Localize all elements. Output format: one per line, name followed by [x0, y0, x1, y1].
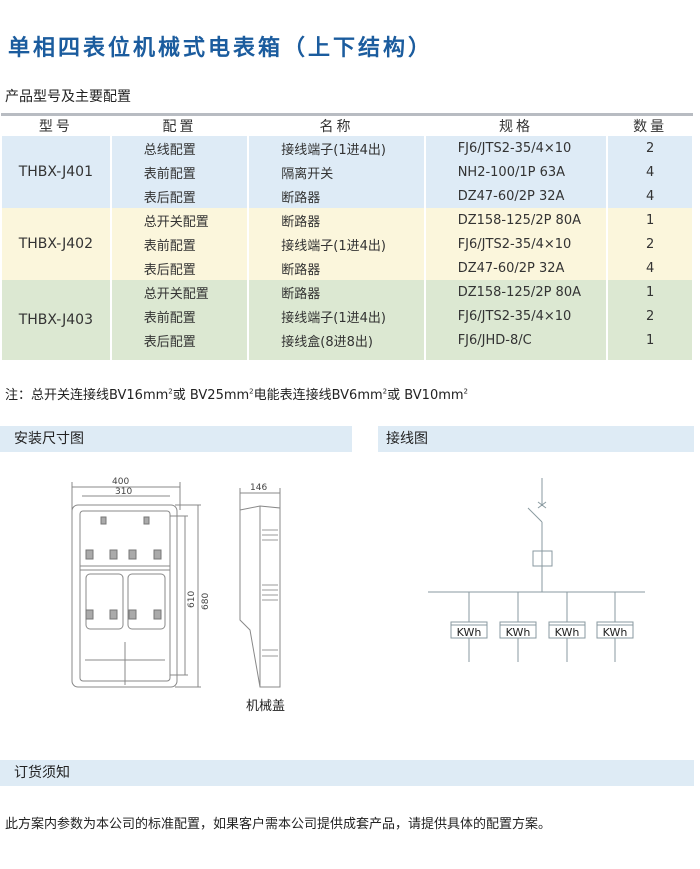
cell-config: 总开关配置	[109, 280, 250, 304]
cell-qty: 4	[606, 256, 694, 280]
section-install-header: 安装尺寸图	[0, 426, 352, 452]
cell-model: THBX-J401	[0, 136, 112, 208]
cell-qty: 2	[606, 304, 694, 328]
kwh-meter: KWh	[499, 592, 537, 662]
cell-qty: 1	[606, 208, 694, 232]
cell-name: 断路器	[247, 256, 426, 280]
superscript: 2	[463, 387, 469, 396]
cell-qty: 2	[606, 232, 694, 256]
header-spec: 规格	[424, 114, 608, 136]
cell-qty: 4	[606, 160, 694, 184]
kwh-label: KWh	[555, 626, 580, 639]
note-part: 电能表连接线BV6mm	[253, 388, 383, 403]
table-padding-row	[1, 352, 694, 360]
cell-model: THBX-J402	[0, 208, 112, 280]
side-view: 146	[239, 483, 281, 688]
kwh-meter: KWh	[596, 592, 634, 662]
cell-qty: 2	[606, 136, 694, 160]
cell-spec: FJ6/JHD-8/C	[423, 328, 609, 352]
wiring-note: 注：总开关连接线BV16mm2或 BV25mm2电能表连接线BV6mm2或 BV…	[5, 384, 468, 403]
note-part: 注：总开关连接线BV16mm	[5, 388, 169, 403]
cell-name: 断路器	[247, 208, 426, 232]
cell-spec: DZ47-60/2P 32A	[423, 184, 609, 208]
drawing-caption: 机械盖	[246, 699, 286, 714]
table-header-row: 型号 配置 名称 规格 数量	[1, 114, 693, 136]
dim-610: 610	[187, 591, 197, 608]
cell-spec: FJ6/JTS2-35/4×10	[423, 232, 609, 256]
kwh-label: KWh	[506, 626, 531, 639]
cell-spec: FJ6/JTS2-35/4×10	[423, 304, 609, 328]
front-view: 400 310 610 680	[71, 477, 211, 688]
note-part: 或 BV10mm	[387, 388, 464, 403]
cell-name: 接线端子(1进4出)	[247, 304, 426, 328]
superscript: 2	[168, 387, 173, 396]
footer-text: 此方案内参数为本公司的标准配置，如果客户需本公司提供成套产品，请提供具体的配置方…	[5, 817, 552, 832]
header-qty: 数量	[607, 114, 693, 136]
kwh-label: KWh	[457, 626, 482, 639]
cell-config: 总线配置	[109, 136, 250, 160]
cell-name: 断路器	[247, 280, 426, 304]
cell-name: 接线端子(1进4出)	[247, 136, 426, 160]
cell-spec: FJ6/JTS2-35/4×10	[423, 136, 609, 160]
header-name: 名称	[248, 114, 425, 136]
kwh-meter: KWh	[548, 592, 586, 662]
dim-680: 680	[201, 593, 211, 610]
cell-model: THBX-J403	[0, 280, 112, 360]
cell-spec: DZ47-60/2P 32A	[423, 256, 609, 280]
dim-310: 310	[115, 487, 132, 497]
cell-name: 接线盒(8进8出)	[247, 328, 426, 352]
section-wiring-header: 接线图	[378, 426, 694, 452]
kwh-label: KWh	[603, 626, 628, 639]
page-title: 单相四表位机械式电表箱（上下结构）	[8, 36, 434, 61]
wiring-diagram: KWh KWh KWh KWh	[428, 478, 645, 662]
cell-name: 断路器	[247, 184, 426, 208]
cell-config: 表后配置	[109, 184, 250, 208]
cell-spec: DZ158-125/2P 80A	[423, 208, 609, 232]
cell-config: 总开关配置	[109, 208, 250, 232]
cell-name: 隔离开关	[247, 160, 426, 184]
cell-qty: 1	[606, 280, 694, 304]
superscript: 2	[249, 387, 254, 396]
cell-name: 接线端子(1进4出)	[247, 232, 426, 256]
superscript: 2	[382, 387, 388, 396]
header-config: 配置	[110, 114, 249, 136]
dim-146: 146	[250, 483, 267, 493]
cell-config: 表前配置	[109, 304, 250, 328]
cell-config: 表前配置	[109, 232, 250, 256]
header-model: 型号	[1, 114, 111, 136]
cell-config: 表后配置	[109, 328, 250, 352]
cell-spec: DZ158-125/2P 80A	[423, 280, 609, 304]
kwh-meter: KWh	[450, 592, 488, 662]
cell-qty: 4	[606, 184, 694, 208]
install-dimension-drawing: 400 310 610 680 146	[71, 477, 281, 688]
note-part: 或 BV25mm	[172, 388, 250, 403]
dim-400: 400	[112, 477, 129, 487]
cell-qty: 1	[606, 328, 694, 352]
section-subtitle: 产品型号及主要配置	[5, 89, 131, 105]
cell-config: 表后配置	[109, 256, 250, 280]
cell-config: 表前配置	[109, 160, 250, 184]
fuse-symbol	[532, 550, 553, 567]
cell-spec: NH2-100/1P 63A	[423, 160, 609, 184]
section-order-header: 订货须知	[0, 760, 694, 786]
